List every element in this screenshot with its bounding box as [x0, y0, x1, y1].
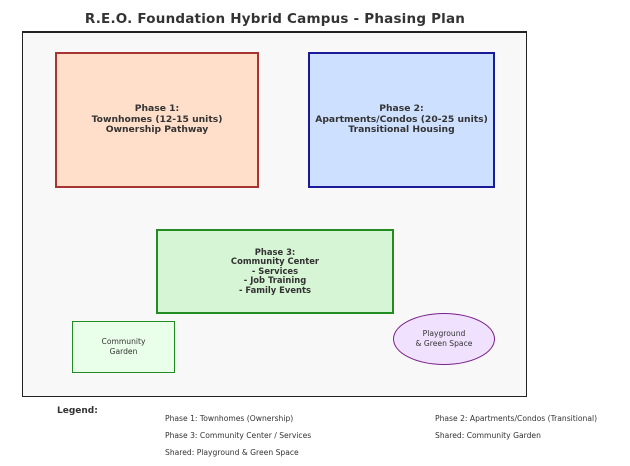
phase-2-label: Phase 2:	[379, 103, 424, 115]
phase-3-community-center-block: Phase 3: Community Center - Services - J…	[156, 229, 394, 314]
playground-green-space-ellipse: Playground & Green Space	[393, 313, 495, 365]
playground-label-line1: Playground	[422, 329, 466, 338]
phase-1-label: Phase 1:	[134, 103, 180, 115]
playground-label-line2: & Green Space	[415, 339, 473, 348]
phase-3-services: - Services	[251, 265, 299, 276]
diagram-title: R.E.O. Foundation Hybrid Campus - Phasin…	[84, 11, 466, 27]
legend-item-playground: Shared: Playground & Green Space	[165, 448, 299, 457]
phase-3-label: Phase 3:	[254, 246, 296, 257]
legend-item-phase-3: Phase 3: Community Center / Services	[165, 431, 312, 440]
garden-label-line1: Community	[101, 337, 146, 346]
phase-1-townhomes-block: Phase 1: Townhomes (12-15 units) Ownersh…	[55, 52, 259, 188]
phase-1-purpose: Ownership Pathway	[105, 124, 209, 136]
legend-title: Legend:	[57, 406, 98, 416]
phase-3-family-events: - Family Events	[239, 284, 311, 295]
phase-1-units: Townhomes (12-15 units)	[91, 113, 223, 125]
garden-label-line2: Garden	[109, 347, 138, 356]
phase-2-purpose: Transitional Housing	[348, 124, 455, 136]
phase-2-units: Apartments/Condos (20-25 units)	[315, 113, 488, 125]
phase-2-apartments-block: Phase 2: Apartments/Condos (20-25 units)…	[308, 52, 495, 188]
legend-item-phase-2: Phase 2: Apartments/Condos (Transitional…	[435, 414, 598, 423]
legend-item-phase-1: Phase 1: Townhomes (Ownership)	[165, 414, 294, 423]
community-garden-block: Community Garden	[72, 321, 175, 373]
legend-item-community-garden: Shared: Community Garden	[435, 431, 541, 440]
phase-3-job-training: - Job Training	[243, 275, 307, 286]
phase-3-name: Community Center	[230, 256, 320, 267]
